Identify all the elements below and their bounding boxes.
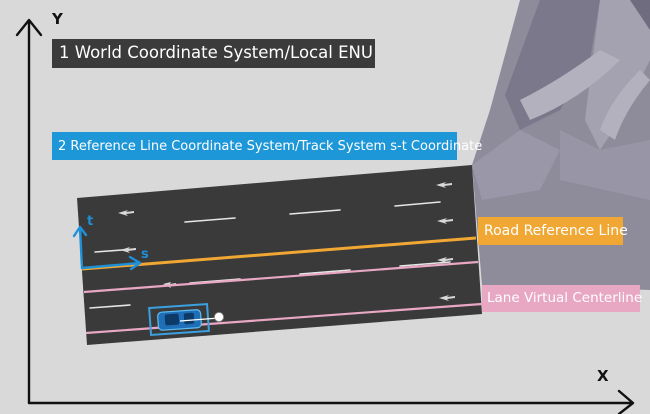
ego-vehicle: [148, 302, 220, 337]
lane-virtual-centerline-label-text: Lane Virtual Centerline: [487, 289, 643, 306]
track-coordinate-label: 2 Reference Line Coordinate System/Track…: [52, 132, 482, 160]
world-coordinate-label: 1 World Coordinate System/Local ENU: [52, 39, 375, 68]
road-reference-line-label-text: Road Reference Line: [484, 223, 628, 239]
lane-virtual-centerlines: [83, 260, 483, 335]
track-coordinate-label-text: 2 Reference Line Coordinate System/Track…: [58, 138, 483, 154]
s-axis-arrowhead: [128, 255, 142, 271]
s-axis-line: [80, 261, 142, 270]
s-axis-label: s: [141, 247, 149, 262]
lane-virtual-centerline-label: Lane Virtual Centerline: [482, 285, 643, 312]
y-axis-arrowhead: [15, 18, 43, 37]
t-axis-label: t: [87, 214, 94, 229]
x-axis-arrowhead: [617, 389, 635, 414]
road-surface: [77, 165, 482, 345]
world-axes: [15, 18, 635, 414]
junction-area: [472, 0, 650, 290]
vehicle-projection-point: [214, 312, 224, 322]
x-axis-label: X: [597, 367, 609, 385]
t-axis-line: [78, 226, 84, 270]
road-reference-line: [81, 236, 477, 271]
road-reference-line-label: Road Reference Line: [478, 217, 628, 245]
y-axis-label: Y: [52, 10, 63, 28]
world-coordinate-label-text: 1 World Coordinate System/Local ENU: [59, 43, 373, 63]
t-axis-arrowhead: [72, 225, 88, 238]
frenet-axes: [72, 225, 142, 271]
